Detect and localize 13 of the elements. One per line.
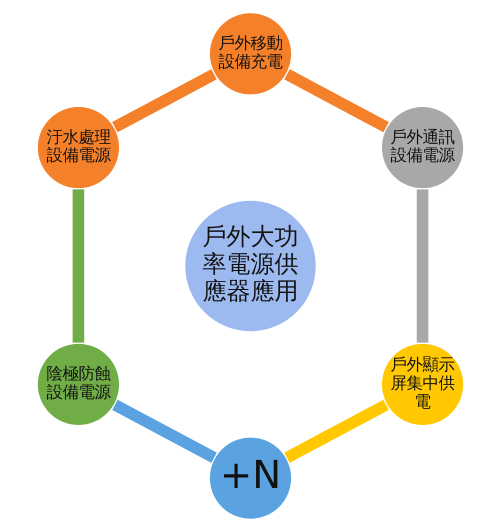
connector (72, 189, 84, 343)
node-circle: 陰極防蝕設備電源 (35, 342, 120, 427)
connector (112, 400, 216, 463)
node-circle: 戶外通訊設備電源 (380, 105, 465, 190)
node-circle: 戶外顯示屏集中供電 (380, 342, 465, 427)
connector (416, 189, 428, 343)
connector (284, 69, 388, 132)
connector (112, 69, 216, 132)
node-circle: 戶外移動設備充電 (207, 11, 293, 96)
connector (284, 400, 388, 463)
node-circle: 汙水處理設備電源 (35, 105, 120, 190)
node-circle: +N (207, 436, 293, 521)
node-circle: 戶外大功率電源供應器應用 (182, 198, 318, 334)
